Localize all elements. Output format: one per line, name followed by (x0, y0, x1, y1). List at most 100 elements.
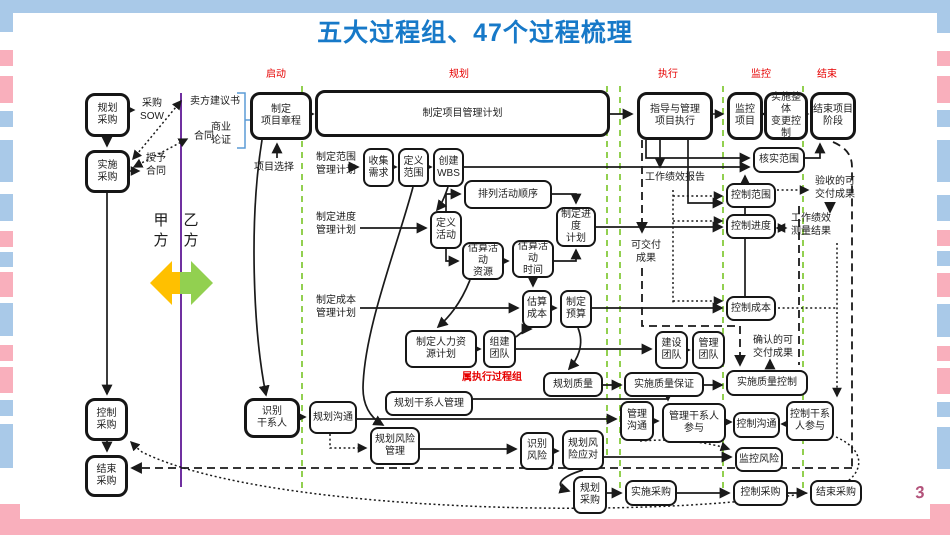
box-plan-procurement-bottom: 规划 采购 (573, 476, 607, 514)
box-direct-manage-execution: 指导与管理 项目执行 (637, 92, 713, 140)
frame-left-block (0, 367, 13, 393)
frame-bar (0, 0, 13, 32)
box-estimate-activity-resources: 估算活动 资源 (462, 242, 504, 280)
box-identify-risks: 识别 风险 (520, 432, 554, 470)
resources-to-hr-plan (436, 279, 471, 329)
frame-left-block (0, 50, 13, 66)
label-deliverables: 可交付 成果 (631, 240, 661, 264)
frame-right-block (937, 368, 950, 394)
box-plan-communications: 规划沟通 (309, 401, 357, 434)
label-contract: 合同 (194, 131, 214, 142)
box-create-wbs: 创建 WBS (433, 148, 464, 187)
box-collect-requirements: 收集 需求 (363, 148, 394, 187)
box-close-project-phase: 结束项目 阶段 (810, 92, 856, 140)
label-project-selection: 项目选择 (254, 162, 294, 173)
execution-to-control-scope (687, 140, 724, 209)
box-conduct-procurement-bottom: 实施采购 (625, 480, 677, 506)
frame-right-block (937, 110, 950, 127)
box-control-scope: 控制范围 (726, 183, 776, 208)
label-party-b: 乙 方 (183, 212, 199, 249)
box-develop-schedule: 制定进度 计划 (556, 207, 596, 247)
label-phase-monitoring: 监控 (751, 69, 771, 80)
closing-loop-down (832, 141, 853, 468)
label-party-a: 甲 方 (153, 212, 169, 249)
frame-right-block (937, 304, 950, 337)
box-manage-communications: 管理 沟通 (620, 401, 654, 441)
party-arrow-left (150, 261, 183, 305)
execution-to-verify-scope (645, 140, 751, 164)
bottom-dotted-return (129, 436, 860, 509)
box-develop-team: 建设 团队 (655, 331, 688, 369)
frame-left-block (0, 252, 13, 267)
box-monitor-risks: 监控风险 (735, 447, 783, 472)
frame-bar (0, 504, 20, 535)
frame-right-block (937, 230, 950, 246)
box-plan-quality: 规划质量 (543, 372, 603, 397)
label-plan-cost-management: 制定成本 管理计划 (316, 295, 356, 319)
box-conduct-procurement-left: 实施 采购 (85, 150, 130, 193)
label-business-case: 商业 论证 (211, 122, 231, 146)
box-define-activities: 定义 活动 (430, 211, 462, 249)
frame-right-block (937, 251, 950, 266)
page-title: 五大过程组、47个过程梳理 (317, 19, 633, 47)
frame-bar (937, 0, 950, 33)
label-work-performance-reports: 工作绩效报告 (645, 172, 705, 183)
frame-right-block (937, 140, 950, 182)
manage-comm-to-monitor-risks (639, 439, 731, 452)
frame-left-block (0, 424, 13, 468)
plan-comm-to-risk-management (329, 434, 368, 453)
box-plan-procurement-left: 规划 采购 (85, 93, 130, 137)
frame-left-block (0, 400, 13, 416)
frame-right-block (937, 273, 950, 297)
box-control-communications: 控制沟通 (733, 412, 780, 438)
label-phase-planning: 规划 (449, 69, 469, 80)
box-identify-stakeholders: 识别 干系人 (244, 398, 300, 438)
frame-bar (930, 504, 950, 535)
durations-to-schedule (554, 248, 582, 262)
box-control-schedule: 控制进度 (726, 214, 776, 239)
frame-bar (0, 519, 950, 535)
box-plan-stakeholder-management: 规划干系人管理 (385, 391, 473, 416)
frame-bar (0, 0, 950, 13)
frame-left-block (0, 303, 13, 336)
contract-exchange (132, 138, 189, 168)
frame-right-block (937, 51, 950, 66)
frame-left-block (0, 140, 13, 182)
box-control-stakeholder-engagement: 控制干系 人参与 (786, 401, 834, 441)
frame-left-block (0, 111, 13, 127)
label-plan-schedule-management: 制定进度 管理计划 (316, 212, 356, 236)
frame-right-block (937, 76, 950, 103)
stakeholder-plan-to-engagement (473, 390, 674, 402)
label-accepted-deliverables: 验收的可 交付成果 (815, 176, 855, 200)
label-executing-group-note: 属执行过程组 (462, 372, 522, 383)
label-phase-initiating: 启动 (266, 69, 286, 80)
label-plan-scope-management: 制定范围 管理计划 (316, 152, 356, 176)
box-perform-quality-assurance: 实施质量保证 (624, 372, 704, 397)
box-control-costs: 控制成本 (726, 296, 776, 321)
box-acquire-team: 组建 团队 (483, 330, 516, 368)
label-phase-executing: 执行 (658, 69, 678, 80)
box-manage-team: 管理 团队 (692, 331, 725, 369)
label-verified-deliverables: 确认的可 交付成果 (753, 335, 793, 359)
box-control-procurement-left: 控制 采购 (85, 398, 128, 441)
box-estimate-costs: 估算 成本 (522, 290, 552, 328)
box-determine-budget: 制定 预算 (560, 290, 592, 328)
box-develop-project-charter: 制定 项目章程 (250, 92, 312, 140)
label-work-performance-measurements: 工作绩效 测量结果 (791, 213, 831, 237)
responses-to-plan-procurement (558, 469, 584, 494)
wbs-to-define-activities (435, 186, 449, 212)
activities-to-resources (445, 249, 460, 267)
frame-left-block (0, 231, 13, 247)
frame-left-block (0, 345, 13, 361)
box-estimate-activity-durations: 估算活动 时间 (512, 240, 554, 278)
budget-to-plan-quality (567, 327, 582, 371)
box-plan-risk-responses: 规划风 险应对 (562, 430, 604, 470)
seller-proposal-exchange (132, 99, 182, 161)
box-close-procurement-bottom: 结束采购 (810, 480, 862, 506)
verify-scope-to-close-phase (805, 142, 826, 159)
frame-right-block (937, 402, 950, 417)
box-develop-pm-plan: 制定项目管理计划 (315, 90, 610, 137)
box-control-procurement-bottom: 控制采购 (733, 480, 788, 506)
